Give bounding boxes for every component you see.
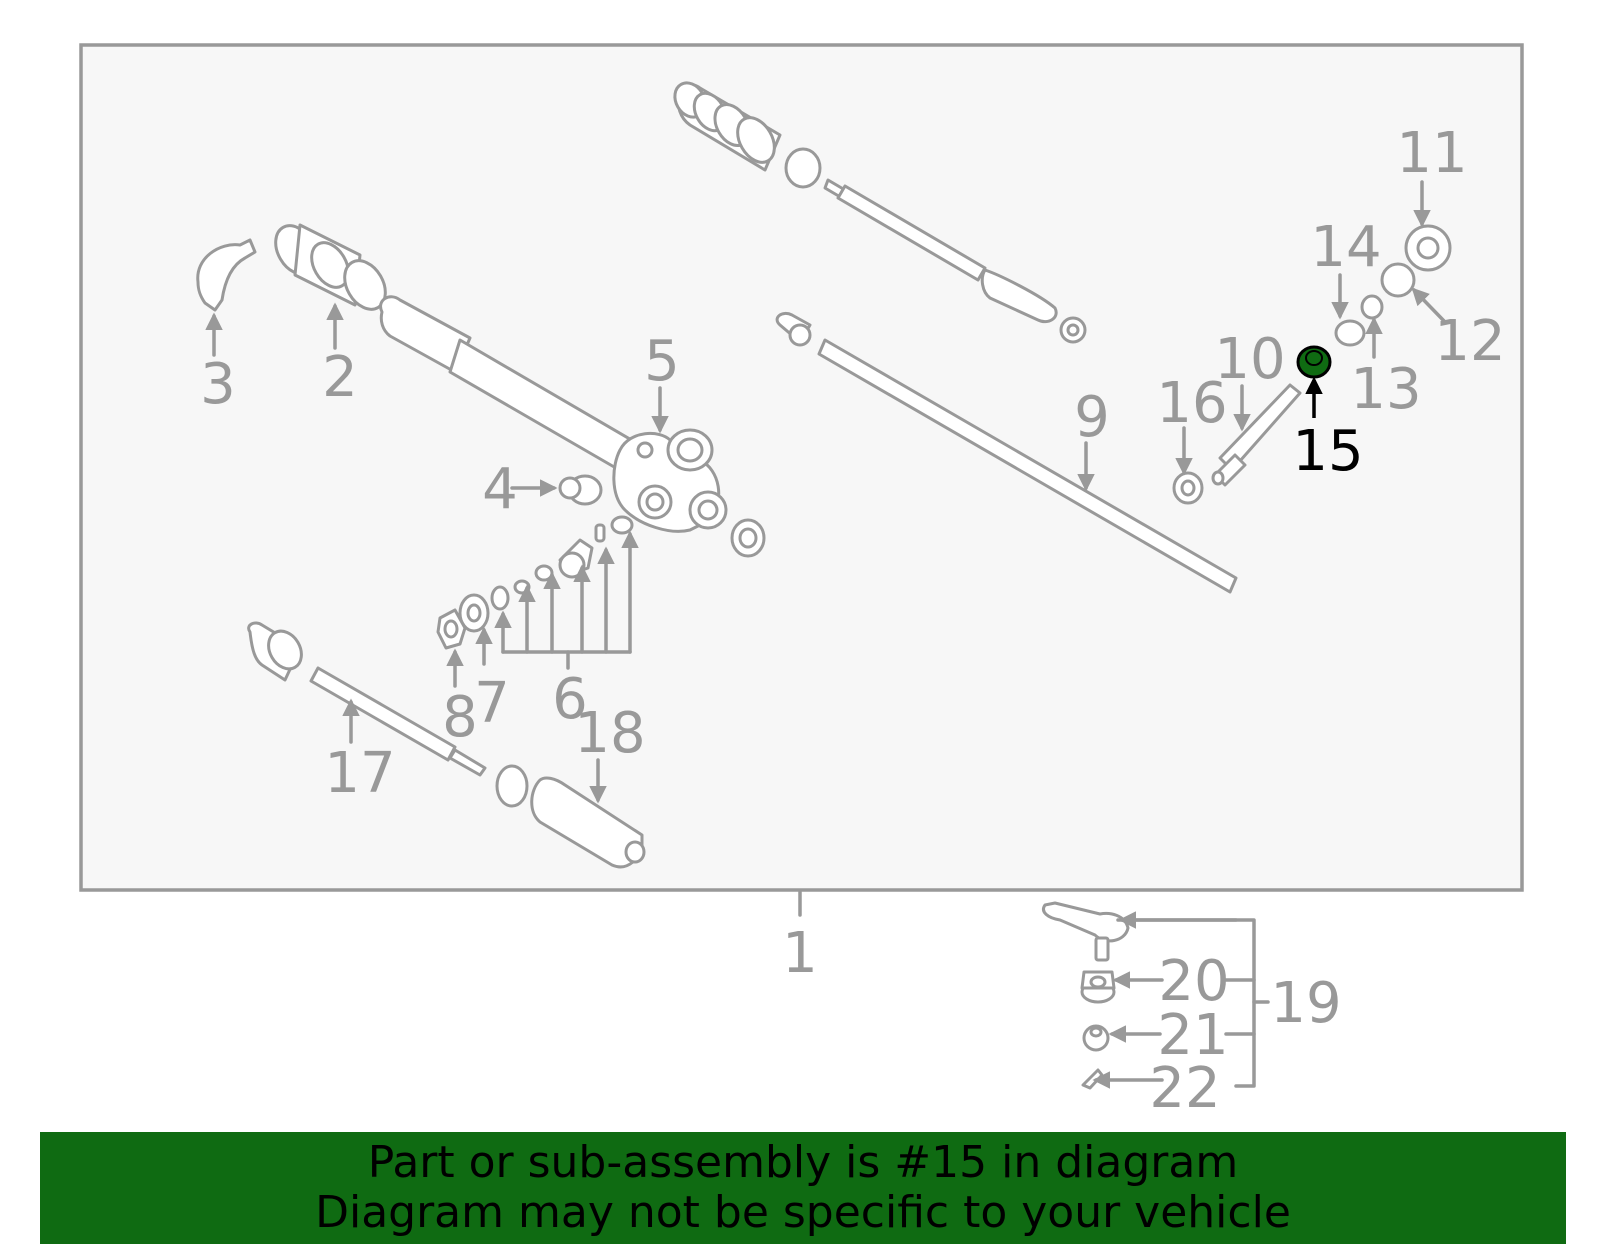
callout-20: 20 — [1158, 949, 1229, 1014]
part-17-inner-tie-rod — [247, 621, 487, 777]
callout-3: 3 — [200, 352, 236, 417]
callout-10: 10 — [1214, 327, 1285, 392]
leader-lines — [205, 180, 1447, 1089]
part-20-castle-nut — [1080, 970, 1116, 1004]
callout-11: 11 — [1396, 121, 1467, 186]
info-banner: Part or sub-assembly is #15 in diagram D… — [40, 1132, 1566, 1244]
callout-14: 14 — [1310, 215, 1381, 280]
callout-2: 2 — [322, 345, 358, 410]
callout-19: 19 — [1270, 971, 1341, 1036]
part-3-clamp — [196, 238, 257, 312]
banner-line-part-number: Part or sub-assembly is #15 in diagram — [367, 1137, 1239, 1188]
callout-9: 9 — [1074, 385, 1110, 450]
part-2-bellows-boot — [274, 223, 387, 311]
part-12-ring — [1380, 262, 1416, 298]
callout-12: 12 — [1434, 309, 1505, 374]
part-4-fitting — [558, 474, 603, 506]
part-16-nut — [1172, 471, 1204, 505]
part-13-o-ring — [1360, 294, 1384, 320]
callout-6: 6 — [552, 667, 588, 732]
part-7-washer — [458, 593, 490, 633]
callout-22: 22 — [1149, 1056, 1220, 1121]
callout-13: 13 — [1350, 357, 1421, 422]
part-18-boot — [530, 776, 646, 869]
part-5-rack-housing — [379, 295, 766, 558]
callout-4: 4 — [482, 457, 518, 522]
callout-labels: 1 2 3 4 5 6 7 8 9 10 11 12 13 14 15 16 1… — [200, 121, 1505, 1121]
banner-line-disclaimer: Diagram may not be specific to your vehi… — [315, 1187, 1291, 1238]
callout-15-highlighted: 15 — [1292, 419, 1363, 484]
callout-16: 16 — [1156, 371, 1227, 436]
part-19-tie-rod-end — [1042, 901, 1130, 962]
callout-8: 8 — [442, 685, 478, 750]
part-11-cap — [1404, 224, 1452, 272]
callout-17: 17 — [324, 741, 395, 806]
part-21-washer — [1082, 1024, 1110, 1052]
upper-boot-and-tie-rod — [673, 81, 1087, 344]
part-9-rack-bar — [775, 311, 1238, 594]
callout-7: 7 — [474, 671, 510, 736]
callout-21: 21 — [1157, 1003, 1228, 1068]
callout-1: 1 — [782, 921, 818, 986]
part-8-nut — [436, 608, 467, 650]
part-15-highlighted[interactable] — [1296, 345, 1332, 379]
part-14-cap — [1334, 319, 1366, 347]
part-10-pin — [1211, 383, 1302, 487]
callout-5: 5 — [644, 329, 680, 394]
part-o-ring-lower — [495, 764, 529, 808]
callout-18: 18 — [574, 701, 645, 766]
